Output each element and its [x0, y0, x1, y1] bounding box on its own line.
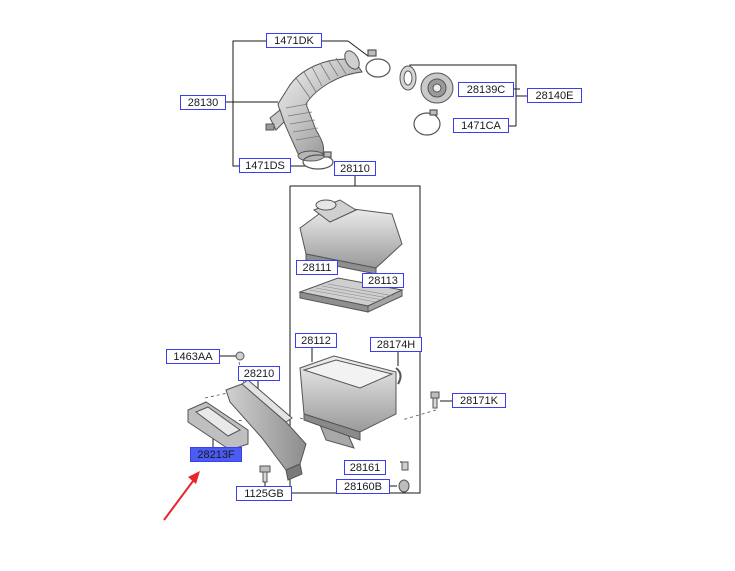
mounting-part: [398, 479, 410, 493]
bolt-part: [259, 465, 271, 483]
bolt-part: [430, 391, 440, 409]
part-label-1471dk[interactable]: 1471DK: [266, 33, 322, 48]
hose-clamp-part: [302, 151, 334, 170]
pointer-arrow: [163, 471, 200, 521]
filter-element-part: [298, 277, 404, 313]
part-label-1471ca[interactable]: 1471CA: [453, 118, 509, 133]
part-label-28161[interactable]: 28161: [344, 460, 386, 475]
part-label-1471ds[interactable]: 1471DS: [239, 158, 291, 173]
part-label-28111[interactable]: 28111: [296, 260, 338, 275]
hose-clamp-part: [413, 109, 441, 136]
screw-part: [235, 351, 245, 361]
air-cleaner-body-part: [299, 355, 397, 449]
part-label-1125gb[interactable]: 1125GB: [236, 486, 292, 501]
part-label-28160b[interactable]: 28160B: [336, 479, 390, 494]
hose-clamp-part: [365, 49, 391, 78]
part-label-28213f[interactable]: 28213F: [190, 447, 242, 462]
part-label-28171k[interactable]: 28171K: [452, 393, 506, 408]
part-label-1463aa[interactable]: 1463AA: [166, 349, 220, 364]
part-label-28130[interactable]: 28130: [180, 95, 226, 110]
part-label-28140e[interactable]: 28140E: [527, 88, 582, 103]
grommet-part: [401, 461, 409, 471]
guide-plate-part: [187, 401, 249, 451]
part-label-28110[interactable]: 28110: [334, 161, 376, 176]
seal-ring-part: [399, 65, 417, 91]
part-label-28139c[interactable]: 28139C: [458, 82, 514, 97]
clip-part: [395, 367, 402, 385]
part-label-28210[interactable]: 28210: [238, 366, 280, 381]
air-cleaner-cover-part: [299, 199, 403, 275]
part-label-28174h[interactable]: 28174H: [370, 337, 422, 352]
part-label-28112[interactable]: 28112: [295, 333, 337, 348]
part-label-28113[interactable]: 28113: [362, 273, 404, 288]
resonator-part: [420, 72, 454, 104]
intake-hose-part: [265, 50, 363, 162]
air-duct-part: [225, 379, 307, 481]
